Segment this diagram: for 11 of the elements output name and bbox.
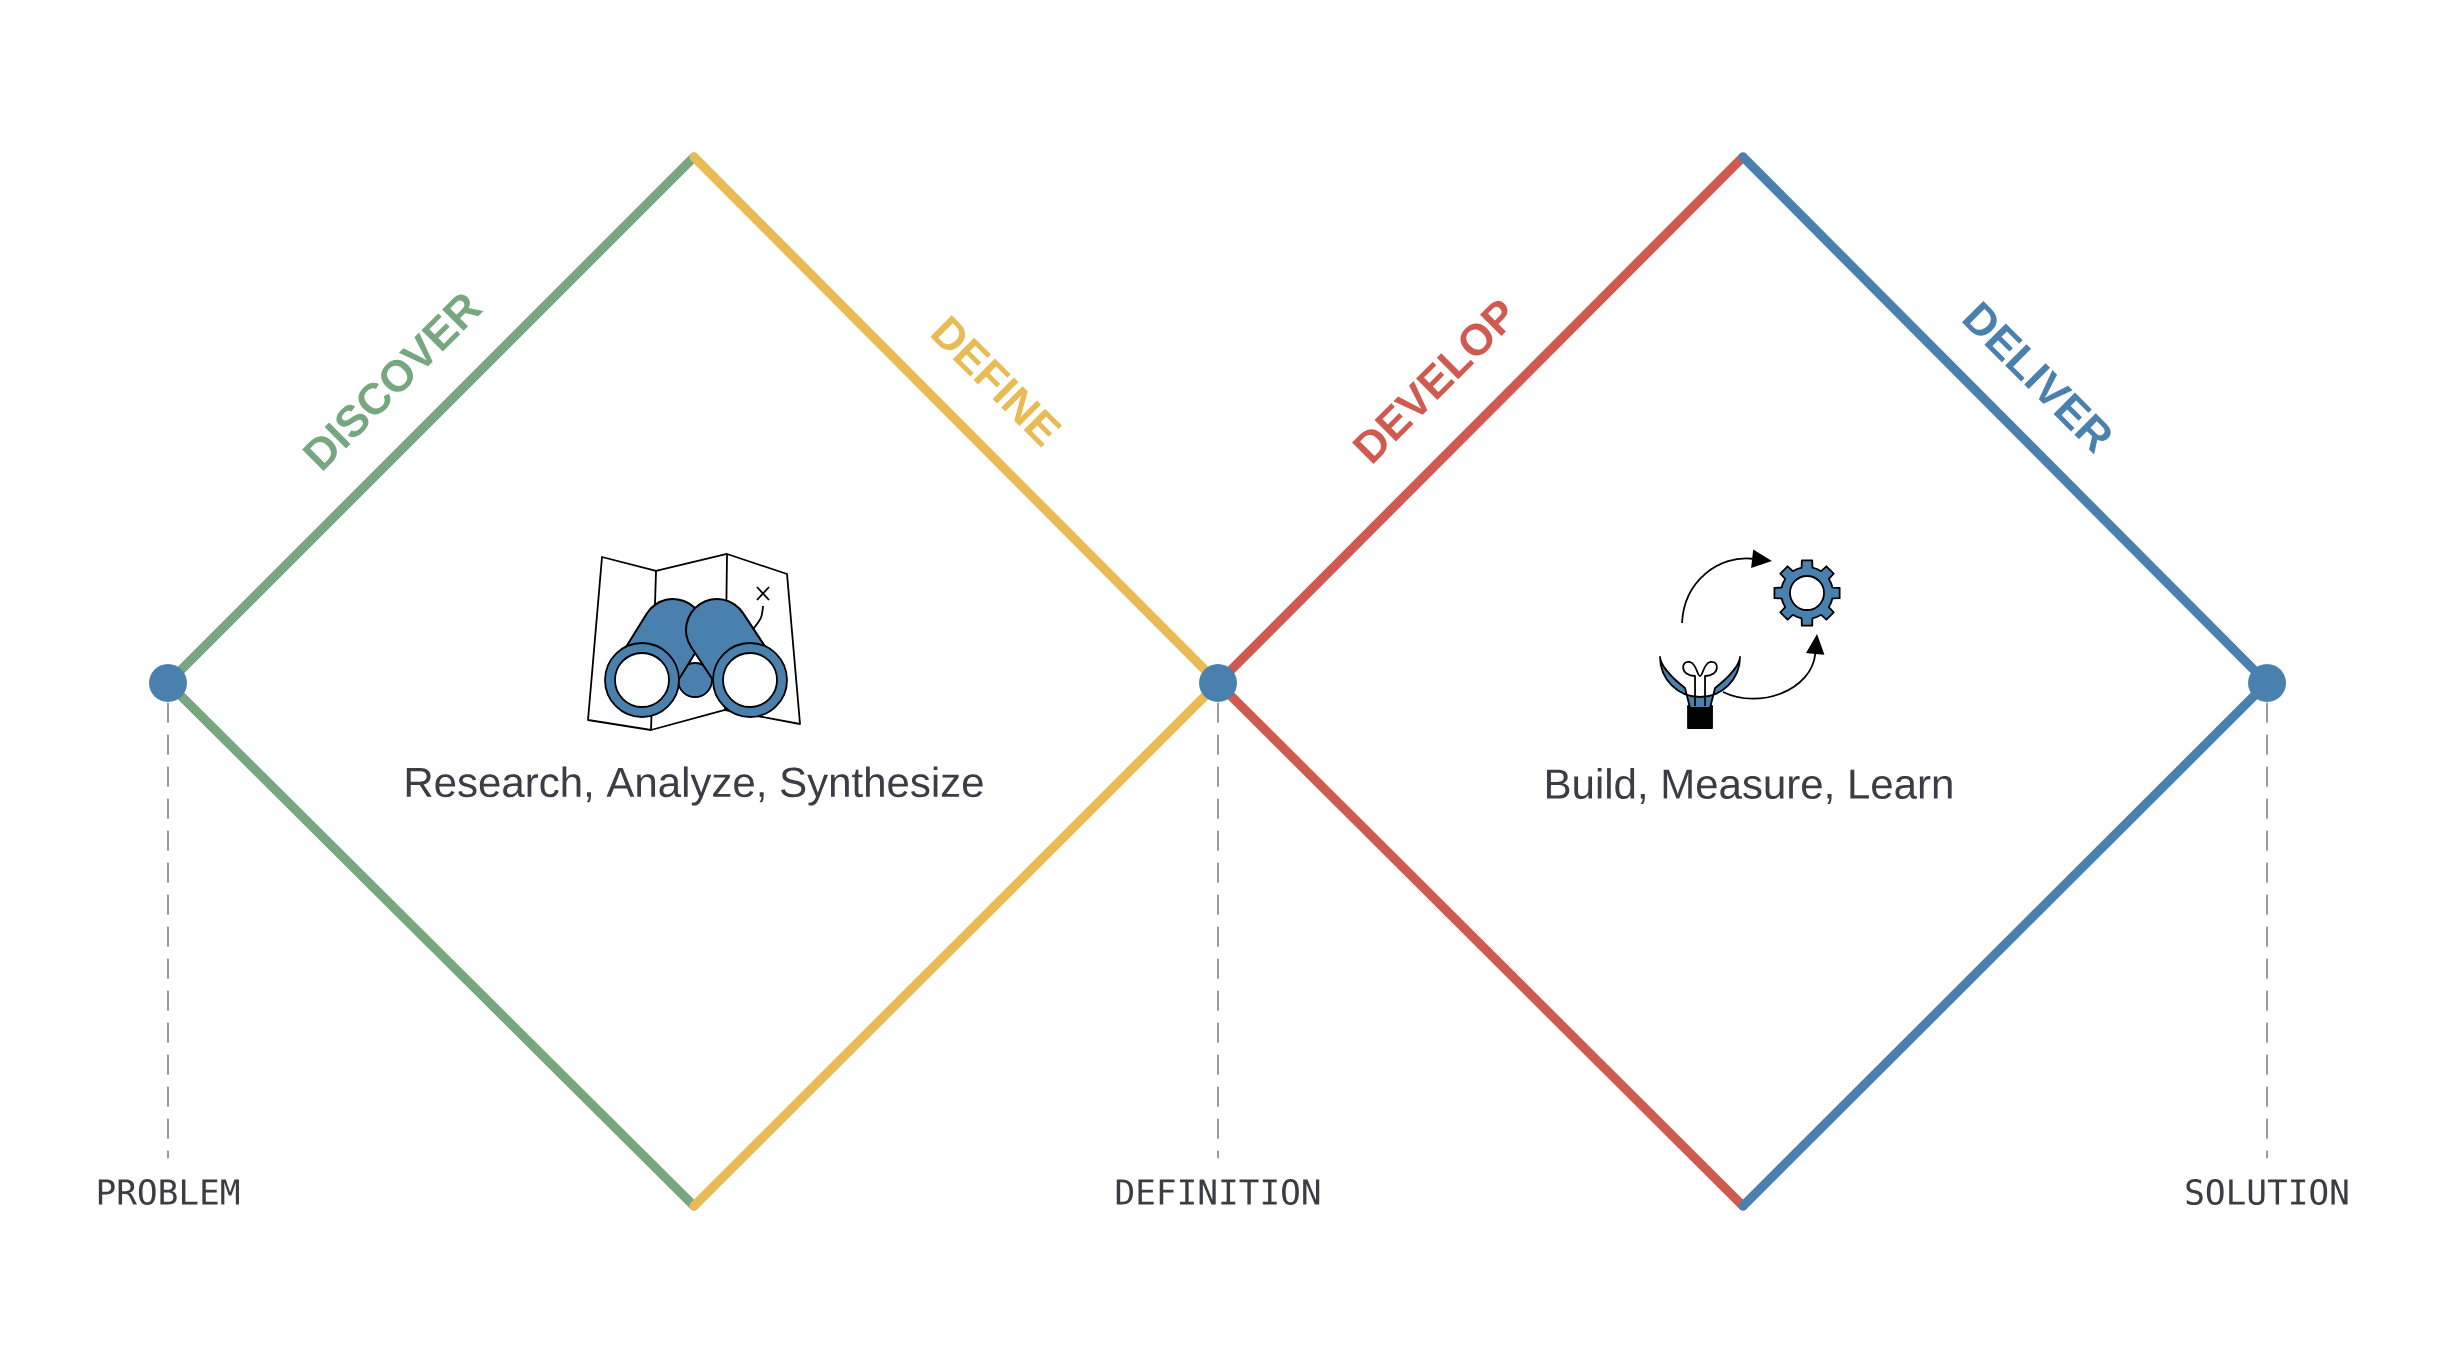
stage-label: PROBLEM [98, 1179, 239, 1205]
dot [2248, 664, 2286, 702]
caption: Build, Measure, Learn [1547, 768, 1952, 804]
dot [149, 664, 187, 702]
dot [1199, 664, 1237, 702]
stage-label: SOLUTION [2186, 1179, 2348, 1205]
dashed-line [167, 701, 169, 1160]
dashed-line [1217, 701, 1219, 1160]
dashed-line [2266, 701, 2269, 1160]
caption: Research, Analyze, Synthesize [406, 766, 983, 806]
stage-label: DEFINITION [1116, 1179, 1320, 1205]
